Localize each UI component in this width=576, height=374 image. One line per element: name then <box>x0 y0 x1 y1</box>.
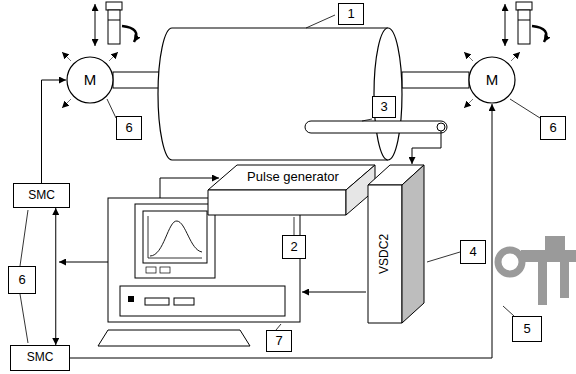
actuator-line <box>108 20 120 21</box>
text-holder: Pulse generator <box>225 167 361 187</box>
rotation-arrow <box>122 26 136 42</box>
leader-line <box>20 210 28 266</box>
controller-box: SMC <box>13 183 70 208</box>
leader-line <box>20 294 28 343</box>
callout-number: 6 <box>18 273 25 288</box>
motion-arrow <box>62 52 71 61</box>
screen <box>143 211 207 263</box>
keyboard <box>98 330 250 346</box>
device-label: Pulse generator <box>247 170 339 185</box>
device-head <box>545 236 565 250</box>
connector <box>42 80 67 183</box>
drive-slot <box>174 298 194 305</box>
signal-arrow <box>412 131 441 164</box>
travel-arrow <box>95 4 96 46</box>
text-holder: SMC <box>11 346 69 370</box>
motor-circle: M <box>66 56 114 104</box>
callout-box: 5 <box>512 316 542 342</box>
motion-arrow <box>511 52 520 61</box>
graph-curve <box>150 221 202 256</box>
computer-frame <box>108 198 300 322</box>
motion-arrow <box>464 99 473 108</box>
leader-line <box>503 306 514 316</box>
probe <box>305 121 447 133</box>
system-unit <box>120 286 285 316</box>
leader-line <box>510 99 540 118</box>
leader-line <box>306 15 335 28</box>
pulse-generator-box-face <box>208 190 346 215</box>
drive-slot <box>145 298 169 305</box>
callout-number: 1 <box>347 7 354 22</box>
leader-line <box>362 119 372 121</box>
device-label: VSDC2 <box>378 234 392 274</box>
motor-outline <box>469 57 515 103</box>
callout-box: 2 <box>282 235 306 259</box>
text-holder: M <box>468 56 516 104</box>
travel-arrow <box>505 4 506 46</box>
signal-arrow <box>302 292 366 293</box>
screen-icon <box>146 267 156 273</box>
callout-box: 4 <box>460 240 486 264</box>
callout-box: 3 <box>372 96 396 118</box>
power-button <box>128 296 134 302</box>
screen-icon <box>160 267 170 273</box>
actuator-line <box>518 20 530 21</box>
callout-number: 5 <box>523 322 530 337</box>
sensor <box>437 123 445 131</box>
cylinder-end <box>374 28 402 160</box>
connector <box>70 104 492 358</box>
motion-arrow <box>464 52 473 61</box>
connector <box>55 208 56 345</box>
pulse-generator-box: Pulse generator <box>205 163 377 217</box>
digitizer-box: VSDC2 <box>366 163 426 325</box>
motor-circle: M <box>468 56 516 104</box>
callout-box: 7 <box>266 330 292 352</box>
right-shaft <box>402 72 469 88</box>
cylinder-body <box>158 28 388 160</box>
motion-arrow <box>62 99 71 108</box>
callout-number: 6 <box>125 121 132 136</box>
graph-axes <box>148 216 202 258</box>
callout-number: 2 <box>290 240 297 255</box>
controller-box: SMC <box>10 345 70 371</box>
callout-number: 4 <box>469 245 476 260</box>
digitizer-box-face <box>368 185 402 323</box>
rotation-arrow <box>532 26 546 42</box>
actuator-body <box>108 10 120 44</box>
motor-outline <box>67 57 113 103</box>
actuator-body <box>518 10 530 44</box>
motion-arrow <box>109 52 118 61</box>
callout-number: 3 <box>380 100 387 115</box>
callout-box: 6 <box>8 266 36 294</box>
leader-line <box>107 99 116 118</box>
controller-label: SMC <box>27 351 54 365</box>
callout-box: 6 <box>540 116 566 140</box>
device-ring <box>498 250 522 274</box>
text-holder: M <box>66 56 114 104</box>
leader-line <box>427 252 460 262</box>
device-prong <box>560 250 569 298</box>
text-holder: VSDC2 <box>368 185 402 323</box>
callout-number: 7 <box>275 334 282 349</box>
callout-box: 6 <box>116 116 142 140</box>
device-prong <box>538 250 547 305</box>
motor-label: M <box>486 71 499 88</box>
signal-arrow <box>59 262 108 263</box>
callout-number: 6 <box>549 121 556 136</box>
digitizer-box-outline <box>366 163 426 325</box>
text-holder: SMC <box>14 184 69 207</box>
digitizer-box-face <box>402 165 424 323</box>
leader-line <box>294 217 295 235</box>
callout-box: 1 <box>338 3 364 25</box>
monitor <box>135 204 215 278</box>
controller-label: SMC <box>28 189 55 203</box>
motor-label: M <box>84 71 97 88</box>
actuator-cap <box>106 2 122 10</box>
actuator-cap <box>516 2 532 10</box>
